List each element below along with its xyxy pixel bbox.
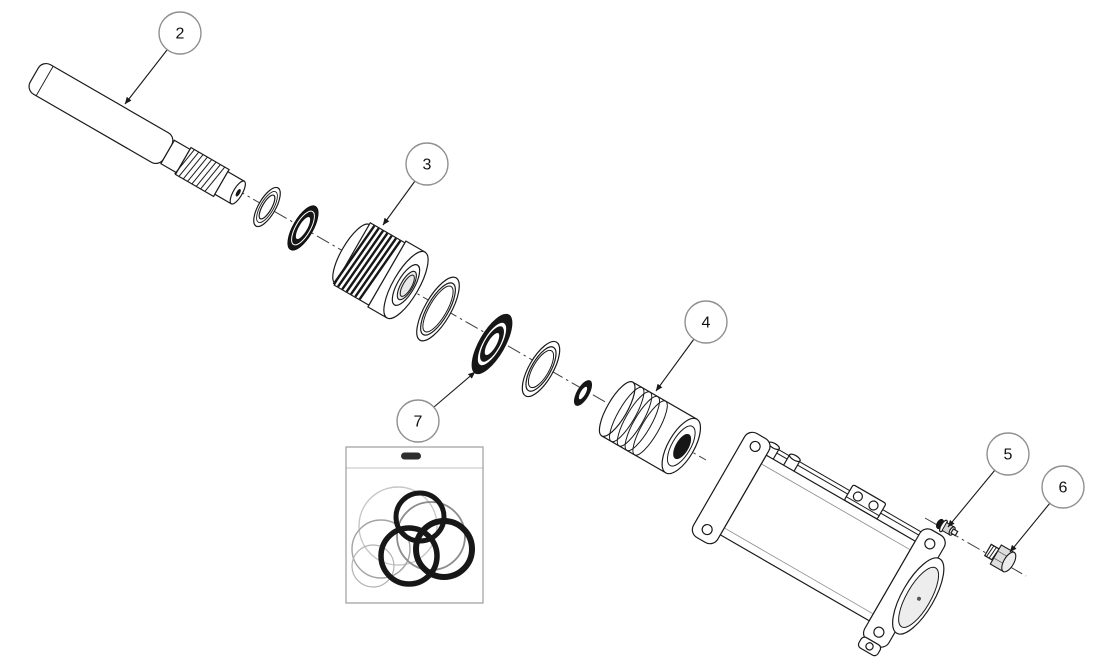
callout-3: 3 bbox=[382, 142, 449, 226]
callout-4-leader bbox=[655, 338, 695, 392]
piston-o-ring bbox=[573, 380, 593, 406]
callout-6-circle bbox=[1041, 465, 1085, 509]
rod-end-cap bbox=[892, 557, 945, 635]
callout-7-circle bbox=[396, 399, 440, 443]
seal-kit-ring bbox=[413, 518, 475, 580]
callout-2-leader bbox=[124, 49, 168, 105]
callout-2-circle bbox=[158, 11, 202, 55]
callout-6-leader bbox=[1009, 502, 1051, 553]
callout-3-leader bbox=[382, 180, 416, 226]
cylinder-body bbox=[691, 431, 946, 657]
rear-flange-hole-bottom bbox=[701, 523, 713, 536]
rod-center-hole bbox=[235, 189, 241, 197]
hex-plug bbox=[983, 543, 1017, 573]
piston-bore bbox=[673, 433, 692, 460]
callout-6-label: 6 bbox=[1059, 480, 1068, 497]
seal-kit-ring bbox=[358, 486, 438, 566]
gland-threads bbox=[332, 225, 402, 300]
callout-5-circle bbox=[986, 432, 1030, 476]
rear-flange-hole-top bbox=[749, 440, 761, 453]
callout-3-circle bbox=[405, 142, 449, 186]
front-flange-hole-top bbox=[924, 538, 936, 550]
seal-kit-ring bbox=[351, 519, 411, 579]
callout-5-leader bbox=[947, 469, 996, 528]
callout-7: 7 bbox=[396, 371, 476, 443]
rod-o-ring-small bbox=[253, 186, 281, 228]
seal-kit-ring bbox=[351, 544, 395, 588]
seal-kit-ring bbox=[378, 525, 440, 587]
callout-3-label: 3 bbox=[423, 157, 432, 174]
plug-head-face bbox=[1001, 551, 1017, 573]
rod-backup-ring bbox=[287, 205, 319, 251]
piston-grooves bbox=[609, 386, 668, 456]
foot-tab bbox=[857, 636, 882, 657]
callout-7-leader bbox=[433, 371, 476, 408]
mounting-bracket bbox=[844, 484, 887, 520]
callout-2: 2 bbox=[124, 11, 202, 105]
piston-rod bbox=[28, 62, 246, 205]
hanger-slot bbox=[401, 452, 421, 460]
piston bbox=[598, 381, 702, 475]
seal-kit-rings bbox=[351, 486, 475, 588]
callout-7-label: 7 bbox=[414, 414, 423, 431]
seal-kit-package bbox=[345, 446, 484, 604]
callout-4-circle bbox=[684, 300, 728, 344]
callout-5: 5 bbox=[947, 432, 1030, 528]
callout-4: 4 bbox=[655, 300, 728, 392]
callout-6: 6 bbox=[1009, 465, 1085, 553]
wear-ring bbox=[521, 340, 561, 398]
gland-nut bbox=[332, 222, 429, 320]
callout-4-label: 4 bbox=[702, 315, 711, 332]
front-flange-hole-bottom bbox=[873, 626, 885, 638]
callout-2-label: 2 bbox=[176, 26, 185, 43]
callout-5-label: 5 bbox=[1004, 447, 1013, 464]
gland-bore bbox=[396, 270, 417, 301]
rear-flange bbox=[691, 431, 771, 545]
rod-seal-ring bbox=[471, 313, 513, 375]
rod-thread-section bbox=[174, 146, 230, 198]
